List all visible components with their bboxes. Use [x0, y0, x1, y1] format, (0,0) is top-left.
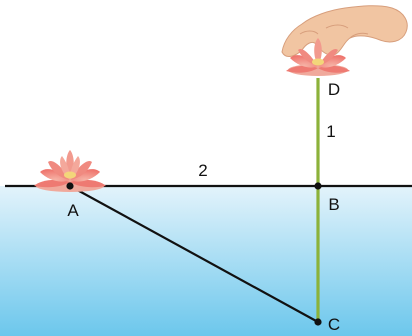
point-a-marker [66, 182, 74, 190]
label-b: B [328, 195, 339, 214]
lotus-flower-icon [34, 150, 106, 192]
segment-ac [69, 185, 319, 323]
point-b [314, 182, 322, 190]
label-length-ab: 2 [198, 161, 207, 180]
label-length-db: 1 [326, 122, 335, 141]
hand-icon [281, 5, 408, 57]
label-c: C [328, 315, 340, 334]
point-c [314, 318, 322, 326]
lotus-flower-top-icon [286, 38, 350, 76]
label-a: A [67, 201, 79, 220]
label-d: D [328, 80, 340, 99]
